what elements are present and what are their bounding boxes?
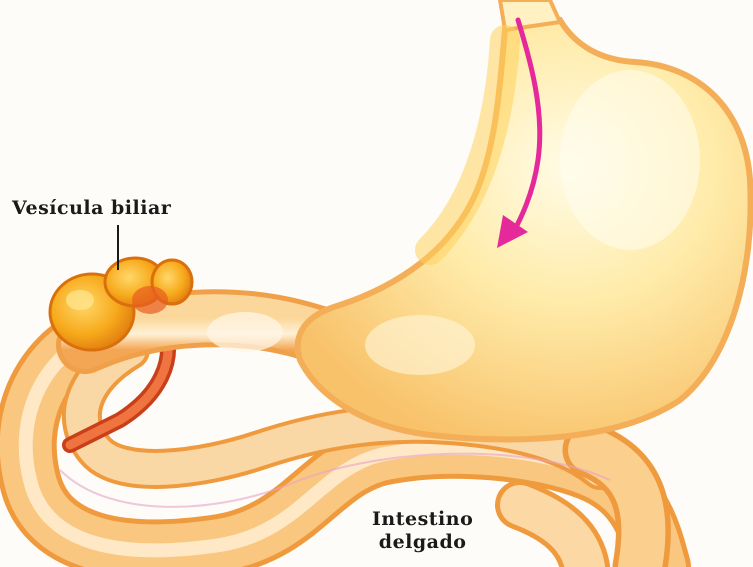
stomach — [298, 0, 751, 439]
gallbladder-label: Vesícula biliar — [12, 197, 171, 220]
small-intestine-label: Intestino delgado — [372, 508, 473, 554]
small-intestine-label-line2: delgado — [372, 531, 473, 554]
small-intestine-label-line1: Intestino — [372, 508, 473, 531]
